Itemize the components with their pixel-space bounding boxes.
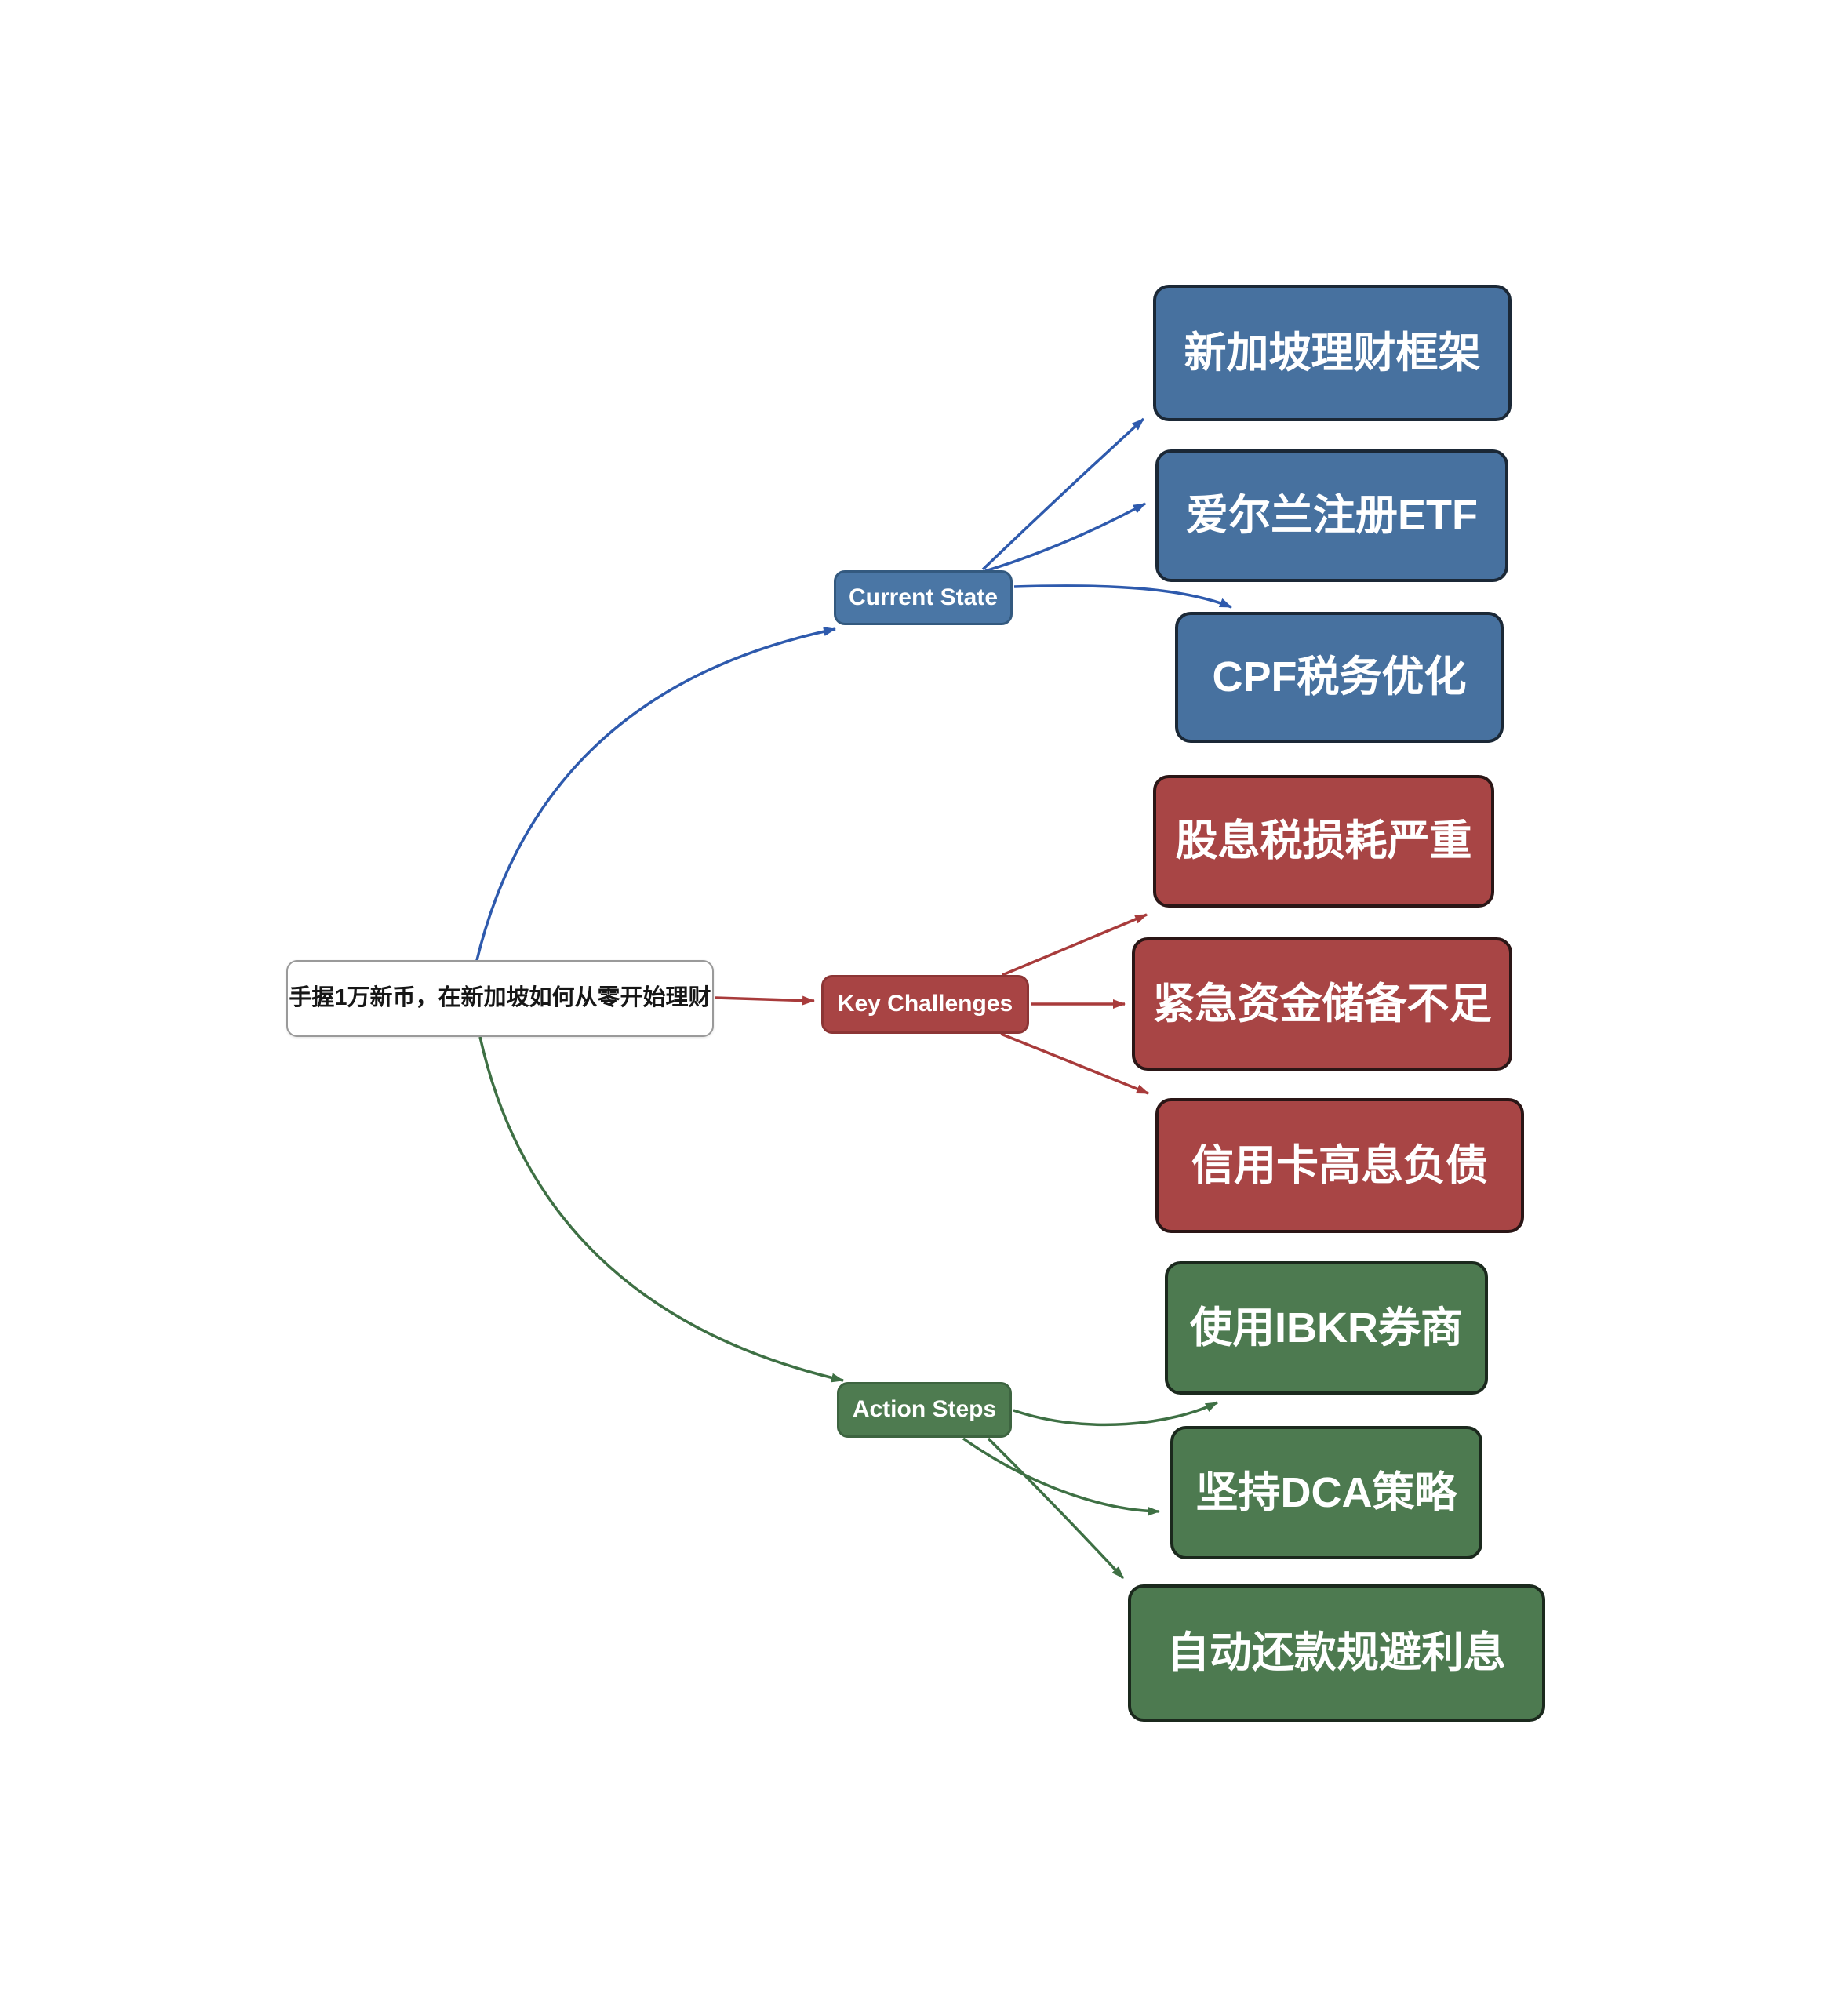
child-node-cpf-tax[interactable]: CPF税务优化 [1175, 612, 1504, 743]
child-node-dca-strategy[interactable]: 坚持DCA策略 [1170, 1426, 1482, 1559]
edge-current-state-to-etf [984, 502, 1146, 573]
child-node-credit-card-debt[interactable]: 信用卡高息负债 [1155, 1098, 1524, 1233]
edge-current-state-to-cpf [1013, 584, 1232, 609]
branch-node-current-state[interactable]: Current State [834, 570, 1013, 625]
child-label-dividend-tax: 股息税损耗严重 [1175, 817, 1472, 865]
edge-current-state-to-framework [981, 417, 1145, 571]
child-label-cpf-tax: CPF税务优化 [1212, 653, 1467, 701]
root-node-label: 手握1万新币，在新加坡如何从零开始理财 [289, 985, 711, 1011]
child-label-singapore-framework: 新加坡理财框架 [1184, 329, 1481, 376]
branch-node-action-steps[interactable]: Action Steps [837, 1382, 1012, 1438]
child-node-ibkr-broker[interactable]: 使用IBKR券商 [1165, 1261, 1488, 1395]
edge-action-steps-to-dca [962, 1437, 1160, 1516]
child-node-auto-repay[interactable]: 自动还款规避利息 [1128, 1584, 1545, 1722]
child-label-dca-strategy: 坚持DCA策略 [1195, 1468, 1457, 1516]
branch-label-key-challenges: Key Challenges [837, 991, 1013, 1017]
child-node-emergency-fund[interactable]: 紧急资金储备不足 [1132, 937, 1512, 1071]
branch-node-key-challenges[interactable]: Key Challenges [821, 975, 1029, 1034]
child-node-ireland-etf[interactable]: 爱尔兰注册ETF [1155, 449, 1508, 582]
edge-key-challenges-to-credit-card [1000, 1032, 1149, 1095]
child-label-auto-repay: 自动还款规避利息 [1167, 1629, 1506, 1677]
edge-root-to-key-challenges [715, 995, 815, 1006]
child-label-ireland-etf: 爱尔兰注册ETF [1186, 492, 1478, 540]
child-node-dividend-tax[interactable]: 股息税损耗严重 [1153, 775, 1494, 908]
branch-label-action-steps: Action Steps [852, 1396, 997, 1423]
child-label-credit-card-debt: 信用卡高息负债 [1191, 1141, 1488, 1189]
edge-action-steps-to-auto-repay [987, 1437, 1125, 1580]
root-node[interactable]: 手握1万新币，在新加坡如何从零开始理财 [286, 960, 714, 1037]
edge-root-to-current-state [475, 627, 836, 964]
branch-label-current-state: Current State [848, 584, 999, 610]
edge-root-to-action-steps [478, 1036, 844, 1383]
child-label-emergency-fund: 紧急资金储备不足 [1152, 980, 1492, 1028]
child-label-ibkr-broker: 使用IBKR券商 [1190, 1304, 1463, 1351]
child-node-singapore-framework[interactable]: 新加坡理财框架 [1153, 285, 1512, 421]
edge-key-challenges-to-dividend-tax [1002, 913, 1148, 977]
edge-action-steps-to-ibkr [1013, 1401, 1218, 1427]
